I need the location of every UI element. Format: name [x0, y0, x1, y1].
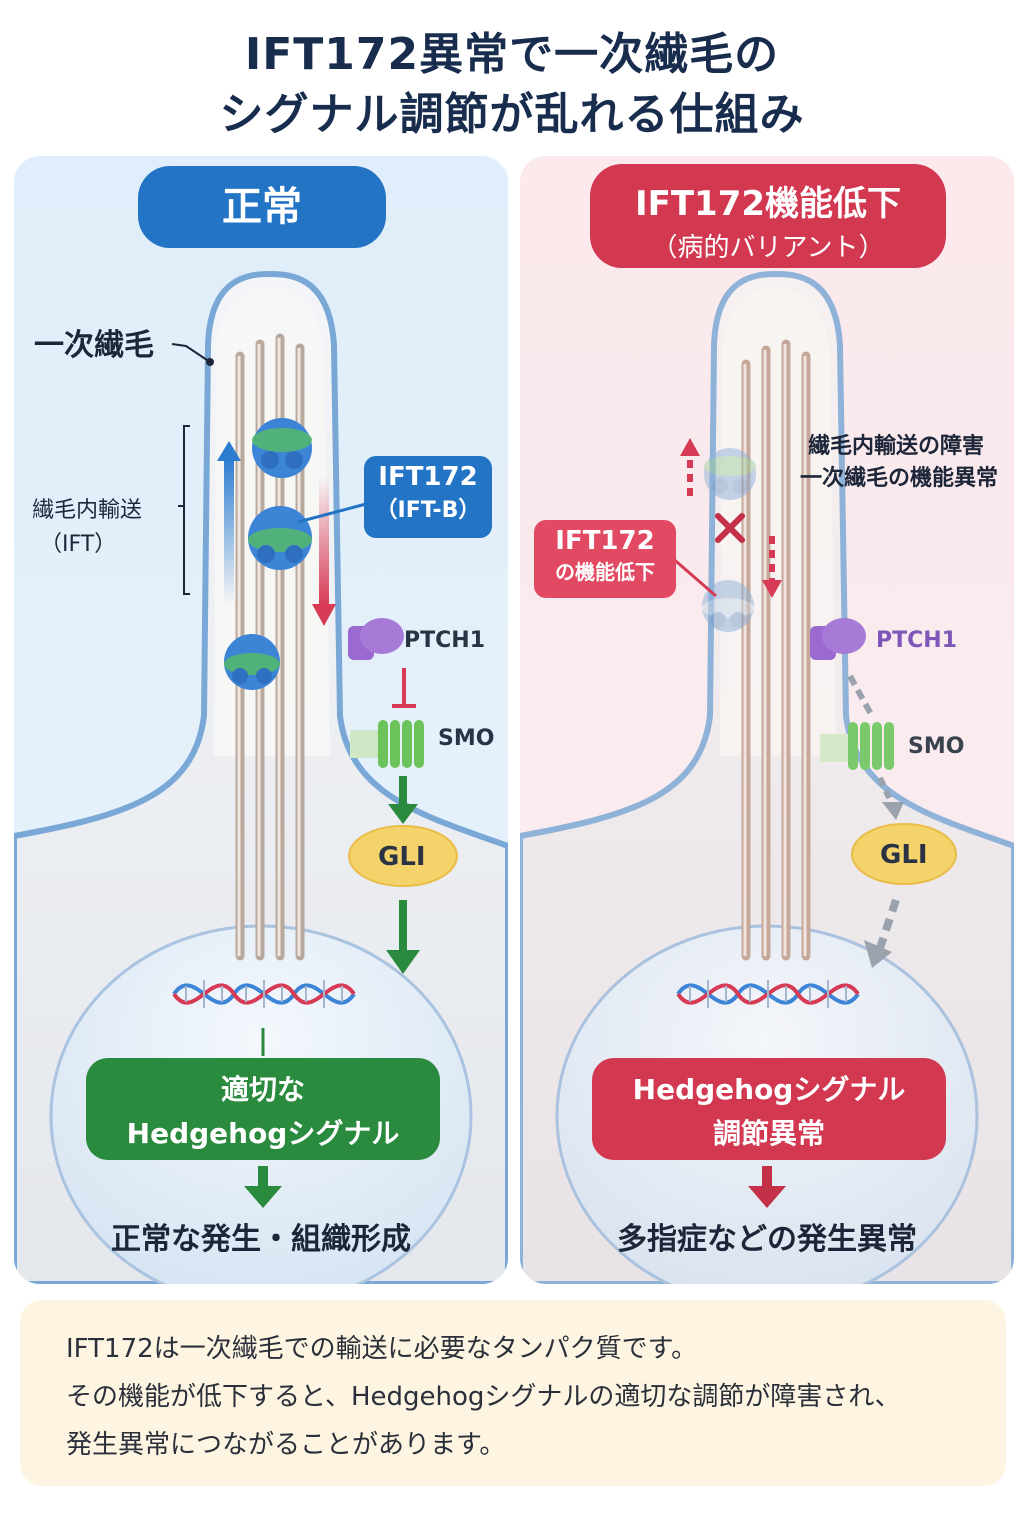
anterograde-arrow — [224, 456, 234, 606]
ptch1-protein — [348, 618, 404, 660]
abnormal-header: IFT172機能低下 （病的バリアント） — [590, 164, 946, 268]
normal-cilium-diagram — [14, 270, 508, 1284]
normal-panel: 正常 一次繊毛 繊毛内輸送 （IFT） IFT172 （IFT-B） PTCH1… — [14, 156, 508, 1284]
ift172-impaired-tag: IFT172 の機能低下 — [534, 520, 676, 598]
smo-label: SMO — [438, 726, 495, 751]
abnormal-outcome-box: Hedgehogシグナル 調節異常 — [592, 1058, 946, 1160]
ift172-tag-line1: IFT172 — [378, 462, 478, 492]
dna-helix — [172, 980, 356, 1008]
normal-outcome-line1: 適切な — [220, 1073, 305, 1106]
normal-header: 正常 — [138, 166, 386, 248]
gli-protein — [348, 825, 458, 887]
abnormal-header-line2: （病的バリアント） — [651, 233, 885, 263]
ift-label-line2: （IFT） — [40, 532, 117, 557]
blocked-x-icon — [715, 513, 745, 543]
smo-label: SMO — [908, 734, 965, 759]
ift-label-line1: 繊毛内輸送 — [32, 498, 143, 523]
normal-outcome-line2: Hedgehogシグナル — [126, 1117, 400, 1150]
smo-protein — [350, 720, 424, 768]
note-line2: その機能が低下すると、Hedgehogシグナルの適切な調節が障害され、 — [66, 1382, 901, 1412]
ift172-tag-line2: （IFT-B） — [375, 498, 481, 523]
abnormal-result: 多指症などの発生異常 — [617, 1222, 917, 1257]
ift172-impaired-tag-line2: の機能低下 — [555, 560, 655, 584]
dna-helix — [676, 980, 860, 1008]
ptch1-protein — [810, 618, 866, 660]
note-line3: 発生異常につながることがあります。 — [66, 1430, 506, 1460]
ift-particle-2 — [248, 506, 312, 570]
faded-ift-particle-1 — [704, 448, 756, 500]
explanation-note: IFT172は一次繊毛での輸送に必要なタンパク質です。 その機能が低下すると、H… — [20, 1300, 1006, 1486]
faded-ift-particle-2 — [702, 580, 754, 632]
cilium-label: 一次繊毛 — [34, 328, 154, 363]
ift-particle-3 — [224, 634, 280, 690]
normal-outcome-box: 適切な Hedgehogシグナル — [86, 1058, 440, 1160]
normal-result: 正常な発生・組織形成 — [111, 1222, 411, 1257]
page-title-line2: シグナル調節が乱れる仕組み — [219, 89, 805, 140]
note-line1: IFT172は一次繊毛での輸送に必要なタンパク質です。 — [66, 1334, 698, 1364]
abnormal-header-line1: IFT172機能低下 — [634, 184, 902, 224]
ift172-impaired-tag-line1: IFT172 — [555, 526, 655, 556]
gli-label: GLI — [880, 840, 928, 870]
ift172-tag: IFT172 （IFT-B） — [364, 456, 492, 538]
ift-particle-1 — [252, 418, 312, 478]
ptch1-label: PTCH1 — [404, 628, 485, 653]
ift-bracket — [183, 425, 190, 595]
gli-label: GLI — [378, 842, 426, 872]
retrograde-arrow — [319, 476, 329, 606]
abnormal-panel: IFT172機能低下 （病的バリアント） 繊毛内輸送の障害 一次繊毛の機能異常 … — [520, 156, 1014, 1284]
transport-issue-line1: 繊毛内輸送の障害 — [808, 434, 985, 459]
transport-issue-line2: 一次繊毛の機能異常 — [800, 466, 999, 491]
abnormal-outcome-line1: Hedgehogシグナル — [632, 1073, 906, 1106]
page-title-line1: IFT172異常で一次繊毛の — [244, 29, 780, 80]
smo-protein — [820, 722, 894, 770]
gli-protein — [851, 823, 957, 885]
abnormal-outcome-line2: 調節異常 — [712, 1117, 825, 1150]
ptch1-label: PTCH1 — [876, 628, 957, 653]
